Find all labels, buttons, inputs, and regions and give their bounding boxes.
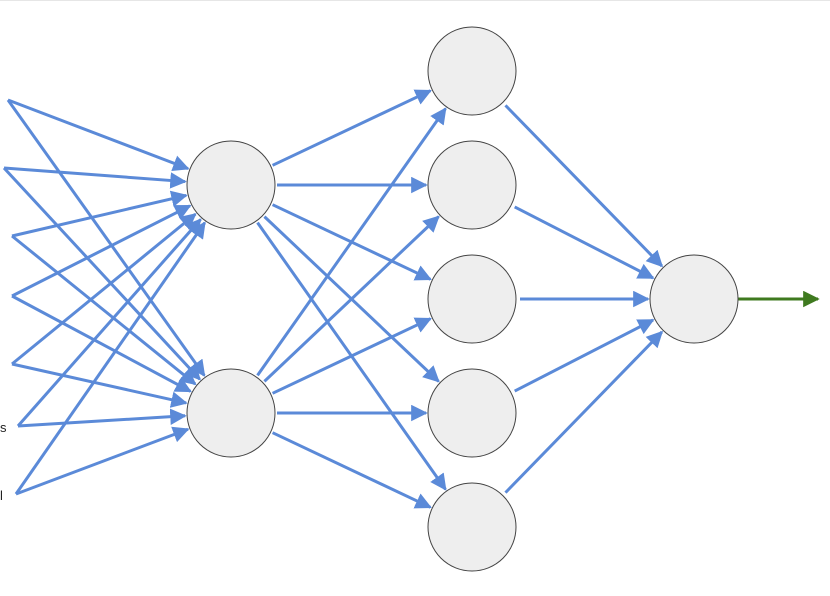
edge-input7-h1-1 [14, 221, 206, 495]
top-border [0, 0, 830, 1]
edge-h1-2-h2-1 [256, 107, 447, 377]
output-node [649, 254, 739, 344]
edge-input1-h1-2 [6, 99, 206, 377]
edge-input5-h1-1 [11, 212, 197, 366]
edge-input7-h1-2 [15, 426, 190, 496]
input-label-7: l [0, 488, 3, 503]
hidden2-node-3 [427, 254, 517, 344]
edge-h2-2-output [514, 205, 655, 280]
edge-h2-5-output [504, 330, 664, 494]
edge-input6-h1-2 [17, 408, 187, 428]
hidden2-node-5 [427, 482, 517, 572]
edge-input1-h1-1 [7, 98, 190, 172]
input-label-6: s [0, 420, 7, 435]
edge-h2-4-output [514, 318, 655, 393]
edge-input3-h1-1 [11, 190, 188, 238]
edge-h1-2-h2-5 [271, 431, 432, 509]
edge-h1-2-h2-3 [271, 317, 432, 395]
edge-input2-h1-2 [2, 166, 201, 381]
edge-h1-2-h2-2 [263, 215, 440, 383]
edge-h2-1-output [504, 104, 664, 268]
edge-input6-h1-1 [16, 218, 202, 427]
connections [2, 89, 820, 509]
edge-input3-h1-2 [11, 234, 197, 386]
hidden1-node-1 [186, 140, 276, 230]
hidden2-node-1 [427, 26, 517, 116]
neurons [186, 26, 739, 572]
edge-h1-1-h2-1 [271, 89, 432, 167]
edge-input4-h1-1 [11, 204, 192, 298]
edge-input2-h1-1 [3, 166, 187, 189]
edge-input4-h1-2 [11, 294, 192, 393]
hidden2-node-2 [427, 140, 517, 230]
edge-input5-h1-2 [11, 362, 188, 408]
hidden2-node-4 [427, 368, 517, 458]
hidden1-node-2 [186, 368, 276, 458]
